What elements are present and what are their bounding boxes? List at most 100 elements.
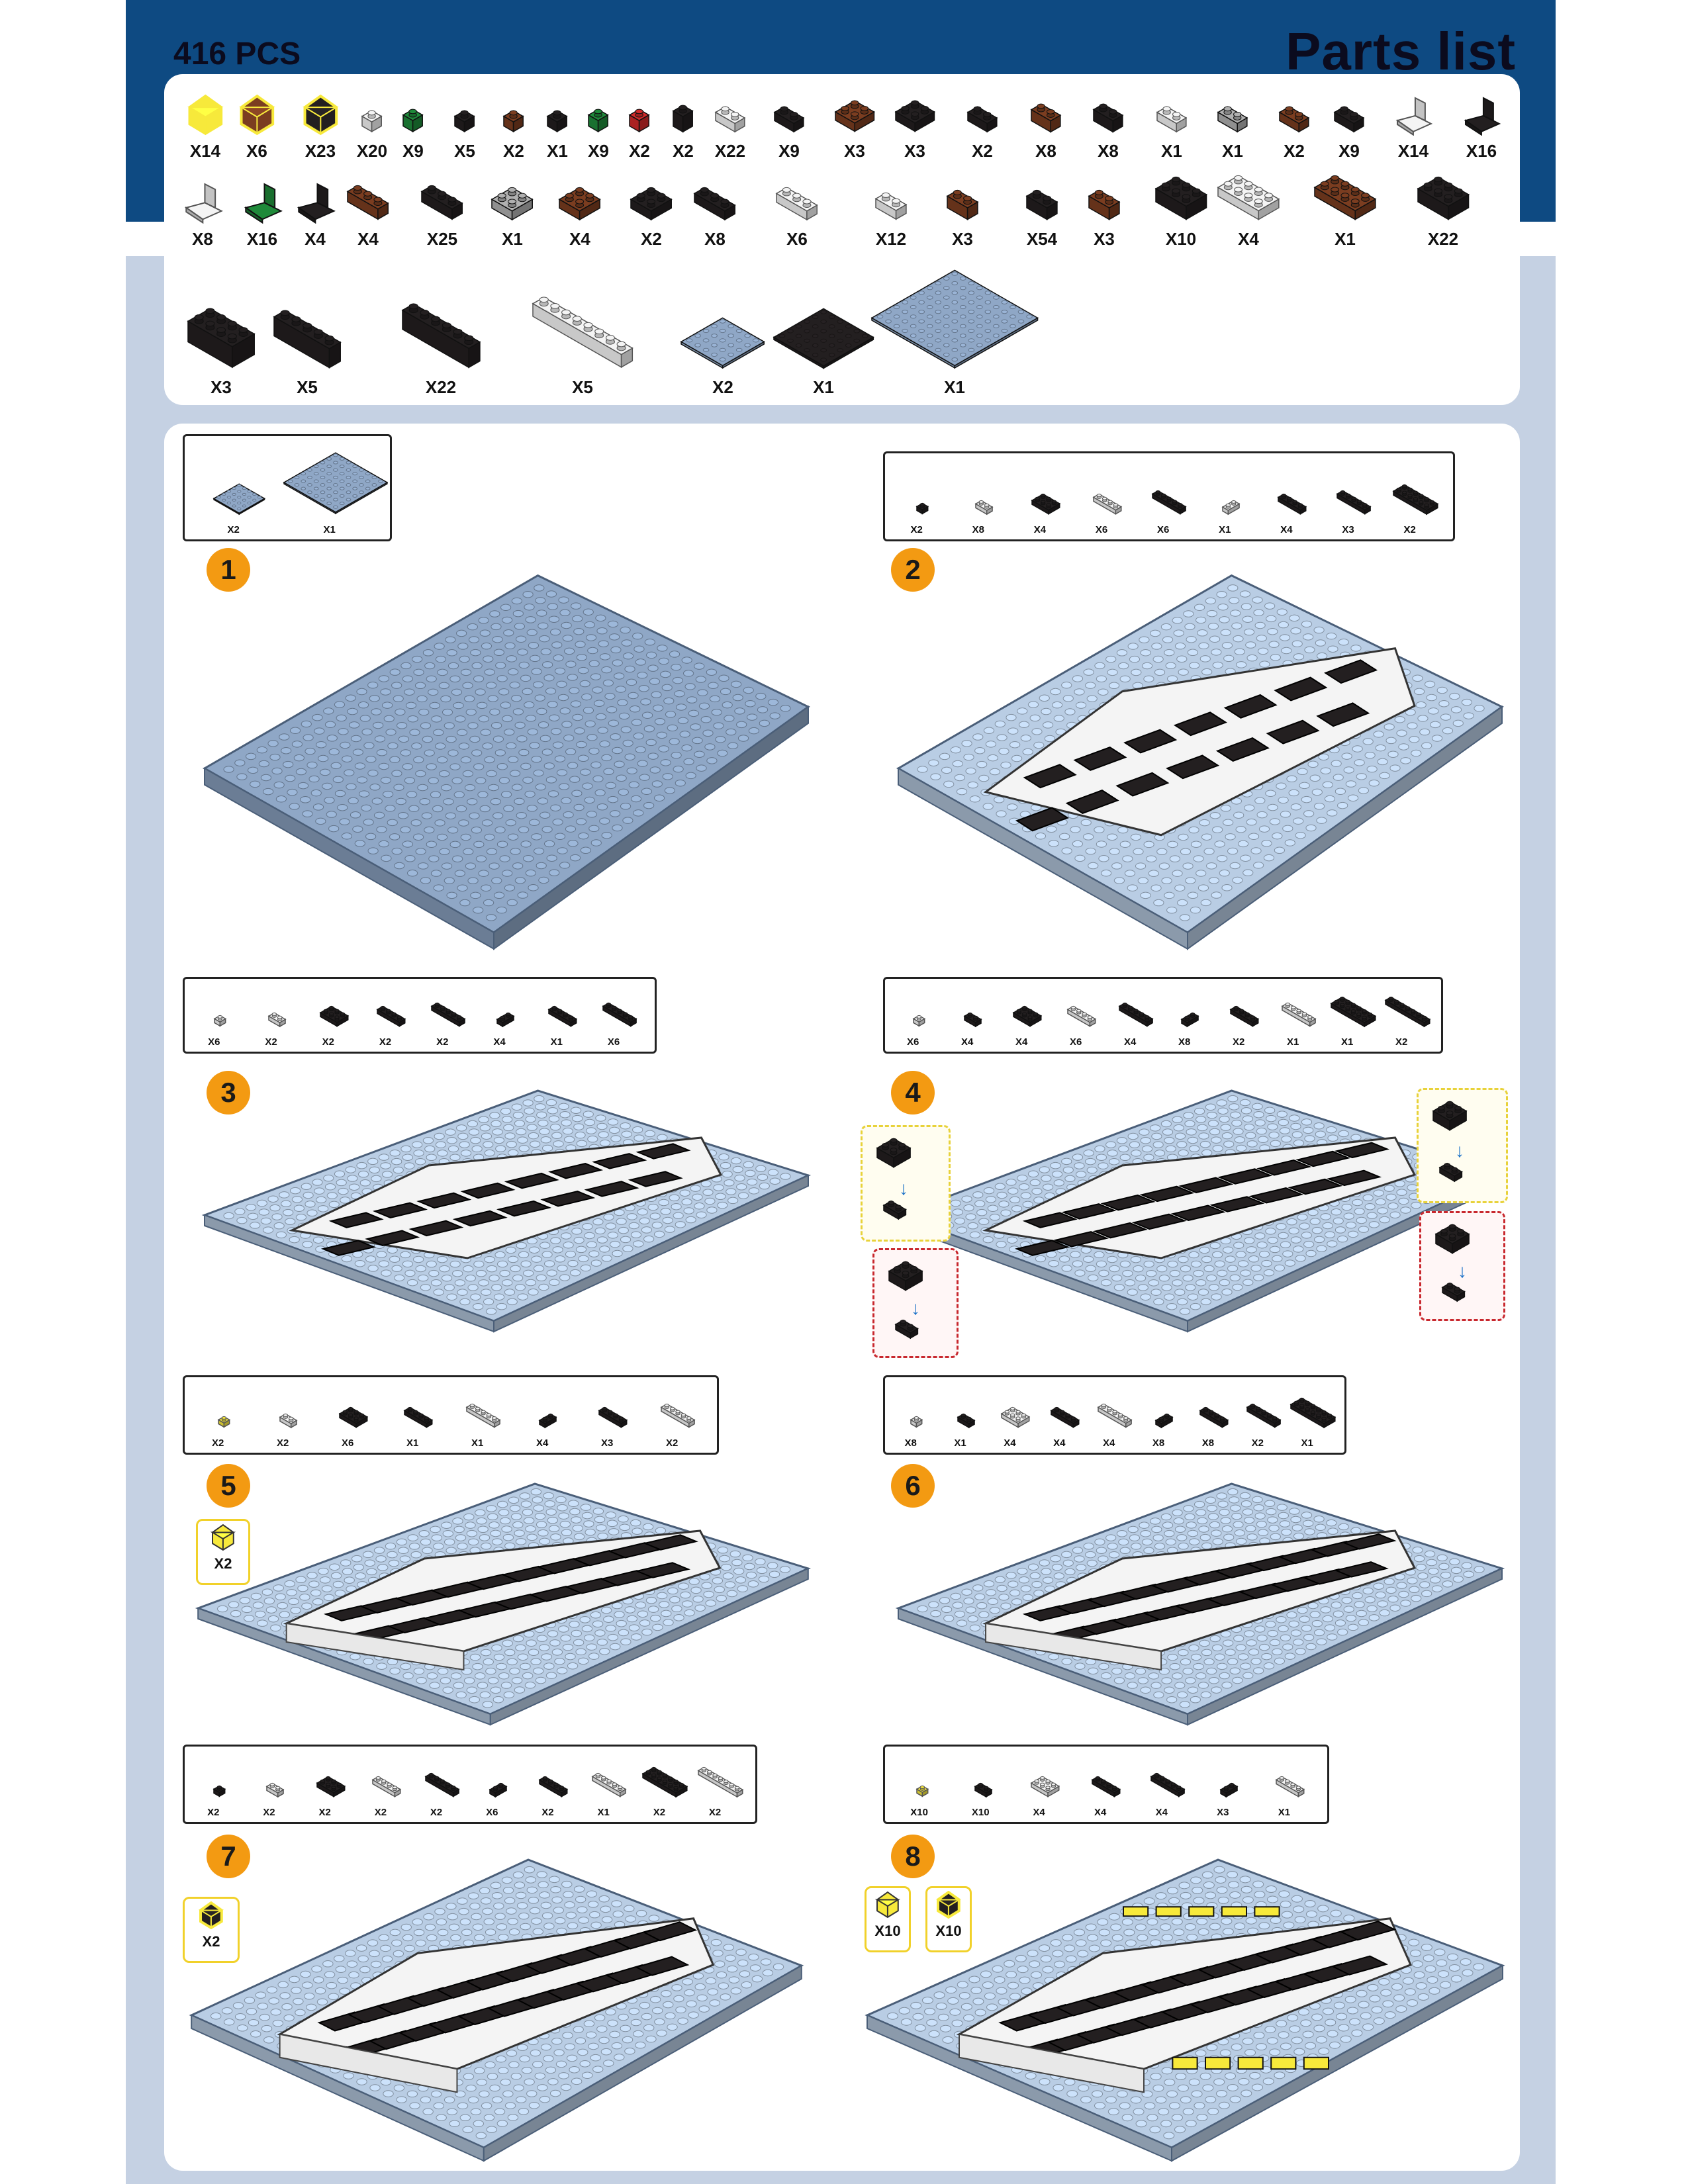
part-quantity: X6	[1157, 524, 1169, 535]
part-brick-icon	[212, 1782, 226, 1803]
brick-icon	[1462, 96, 1501, 139]
part-quantity: X2	[265, 1036, 277, 1048]
part-brick-icon	[1275, 1773, 1305, 1803]
step-illustration	[192, 1069, 821, 1334]
part-quantity: X4	[1004, 1437, 1015, 1449]
brick-icon	[491, 182, 534, 227]
step-parts-box: X2X2X2X2X2X6X2X1X2X2	[183, 1745, 757, 1824]
part-quantity: X4	[1124, 1036, 1136, 1048]
brick-icon	[182, 182, 224, 227]
part-item: X20	[361, 105, 383, 136]
brick-icon	[714, 101, 746, 139]
badge-quantity: X2	[185, 1933, 238, 1950]
part-quantity: X16	[1442, 141, 1521, 161]
part-quantity: X1	[851, 377, 1059, 398]
highlight-badge: X10	[865, 1886, 911, 1952]
part-item: X22	[714, 101, 746, 136]
part-brick-icon	[1289, 1394, 1336, 1433]
part-brick-icon	[1219, 1780, 1239, 1803]
slope-brick-icon	[867, 1891, 909, 1923]
part-quantity: X2	[1403, 524, 1415, 535]
part-brick-icon	[1150, 1770, 1186, 1803]
step-illustration	[854, 1833, 1516, 2164]
part-brick-icon	[1066, 1003, 1097, 1032]
part-brick-icon	[910, 1413, 923, 1433]
part-quantity: X2	[947, 141, 1018, 161]
part-brick-icon	[974, 497, 994, 520]
part-quantity: X3	[1217, 1807, 1229, 1818]
arrow-down-icon: ↓	[899, 1178, 908, 1199]
part-item: X1	[546, 105, 568, 136]
part-brick-icon	[496, 1009, 515, 1032]
part-quantity: X12	[855, 229, 927, 250]
part-brick-icon	[1012, 1003, 1043, 1032]
detail-callout: ↓	[1417, 1088, 1508, 1203]
part-quantity: X3	[926, 229, 999, 250]
part-quantity: X2	[228, 524, 240, 535]
part-quantity: X8	[1202, 1437, 1214, 1449]
part-item: X6	[775, 182, 818, 224]
part-quantity: X14	[1374, 141, 1453, 161]
part-brick-icon	[465, 1400, 501, 1433]
part-item: X4	[295, 182, 336, 224]
part-quantity: X22	[381, 377, 501, 398]
brick-icon	[587, 104, 609, 139]
part-item: X2	[1278, 101, 1310, 136]
part-item: X3	[187, 302, 256, 372]
brick-icon	[453, 105, 475, 139]
brick-icon	[346, 180, 389, 227]
brick-icon	[302, 94, 340, 139]
part-item: X1	[491, 182, 534, 224]
part-quantity: X1	[1278, 1807, 1290, 1818]
part-quantity: X1	[1341, 1036, 1353, 1048]
brick-icon	[502, 105, 524, 139]
part-brick-icon	[1281, 999, 1317, 1032]
lower-brick-icon	[894, 1316, 919, 1345]
upper-brick-icon	[876, 1134, 912, 1174]
part-quantity: X4	[1197, 229, 1300, 250]
part-brick-icon	[1000, 1404, 1031, 1433]
part-quantity: X4	[536, 1437, 548, 1449]
part-quantity: X3	[601, 1437, 613, 1449]
part-quantity: X6	[608, 1036, 620, 1048]
part-quantity: X4	[1053, 1437, 1065, 1449]
part-item: X14	[187, 94, 224, 136]
step-parts-box: X6X2X2X2X2X4X1X6	[183, 977, 657, 1054]
part-quantity: X4	[1033, 1807, 1045, 1818]
brick-icon	[532, 291, 633, 375]
step-illustration	[185, 1463, 821, 1727]
part-brick-icon	[1151, 487, 1187, 520]
brick-icon	[1217, 101, 1248, 139]
part-brick-icon	[1221, 497, 1241, 520]
part-quantity: X2	[212, 1437, 224, 1449]
badge-quantity: X2	[198, 1555, 248, 1572]
part-item: X23	[302, 94, 340, 136]
part-quantity: X1	[954, 1437, 966, 1449]
brick-icon	[773, 101, 805, 139]
part-item: X10	[1154, 171, 1208, 224]
part-brick-icon	[489, 1780, 508, 1803]
part-quantity: X2	[322, 1036, 334, 1048]
part-quantity: X2	[436, 1036, 448, 1048]
brick-icon	[1025, 185, 1058, 227]
part-item: X4	[558, 182, 601, 224]
brick-icon	[402, 104, 424, 139]
part-item: X1	[1217, 101, 1248, 136]
step-illustration	[886, 1463, 1515, 1727]
part-quantity: X1	[1287, 1036, 1299, 1048]
part-item: X3	[1088, 185, 1121, 224]
part-item: X9	[587, 104, 609, 136]
part-brick-icon	[1030, 1773, 1060, 1803]
part-quantity: X1	[1293, 229, 1397, 250]
part-quantity: X4	[1094, 1807, 1106, 1818]
part-brick-icon	[963, 1009, 982, 1032]
part-brick-icon	[598, 1404, 628, 1433]
part-brick-icon	[1031, 490, 1061, 520]
part-brick-icon	[697, 1764, 744, 1803]
upper-brick-icon	[888, 1257, 923, 1297]
part-quantity: X5	[512, 377, 653, 398]
part-brick-icon	[1050, 1404, 1080, 1433]
part-brick-icon	[371, 1773, 402, 1803]
brick-icon	[874, 187, 908, 227]
